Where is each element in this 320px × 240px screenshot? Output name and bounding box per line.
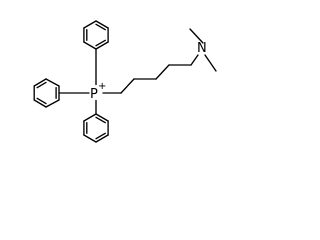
nitrogen-atom-label: N [197,41,207,56]
butyl-chain [102,64,192,94]
phenyl-ring-top [83,20,109,50]
phosphorus-atom-label: P [90,87,98,102]
phenyl-ring-left [33,78,60,108]
phenyl-ring-bottom [83,113,109,143]
phosphorus-charge-label: + [98,81,106,92]
phosphorus-bonds [58,48,97,115]
chemical-structure: P + N [33,20,217,143]
dimethylamino-group [189,28,217,72]
